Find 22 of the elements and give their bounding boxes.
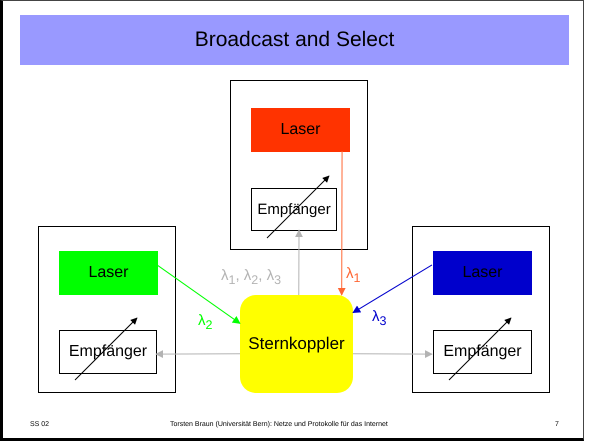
coupler-box (240, 295, 353, 393)
node-label: Laser (88, 264, 129, 282)
node-label: Laser (280, 121, 321, 139)
edge-label: λ$_{3}$ (372, 308, 386, 328)
station-box (230, 80, 368, 250)
node-label: Laser (462, 264, 503, 282)
arrow (352, 350, 433, 358)
slide-title: Broadcast and Select (20, 15, 569, 65)
laser-box (433, 251, 532, 295)
arrow (295, 229, 303, 296)
station-box (412, 226, 550, 393)
laser-box (59, 251, 158, 295)
arrow (352, 264, 432, 314)
arrow (155, 350, 240, 358)
arrow (156, 264, 241, 324)
laser-box (251, 108, 350, 152)
node-label: Sternkoppler (248, 334, 345, 354)
edge-label: λ$_{2}$ (198, 312, 212, 332)
edge-label: λ$_{1}$ (346, 265, 360, 285)
edge-label: λ$_{1}$, λ$_{2}$, λ$_{3}$ (221, 267, 282, 287)
station-box (38, 226, 176, 393)
arrow (338, 150, 346, 296)
